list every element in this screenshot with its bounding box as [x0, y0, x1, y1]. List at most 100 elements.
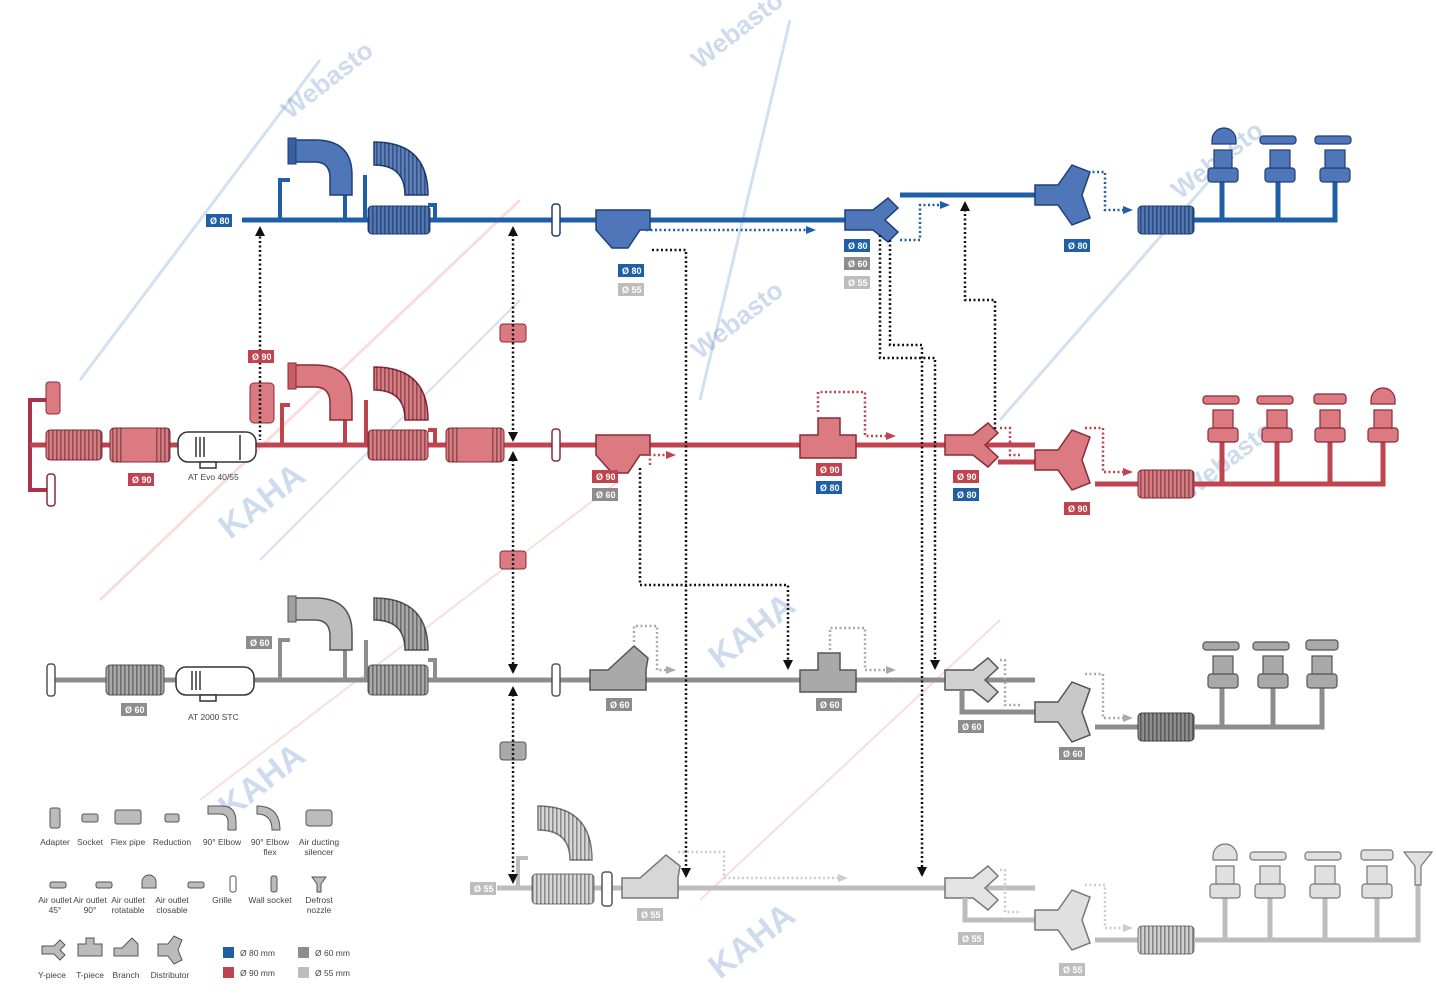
- elbow-90-icon: [207, 805, 237, 831]
- tag-grey: Ø 60: [606, 698, 632, 711]
- legend-label-elbow-90: 90° Elbow: [203, 837, 242, 847]
- tag-blue: Ø 80: [1064, 239, 1090, 252]
- tag-red: Ø 90: [953, 470, 979, 483]
- branch-red: [595, 434, 651, 474]
- defrost-nozzle-icon: [311, 876, 327, 893]
- svg-text:Ø 90: Ø 90: [820, 465, 840, 475]
- blue-duct-line: [242, 127, 1352, 249]
- tag-lgrey: Ø 55: [844, 276, 870, 289]
- tag-red: Ø 90: [248, 350, 274, 363]
- tag-lgrey: Ø 55: [470, 882, 496, 895]
- svg-text:Ø 55: Ø 55: [1063, 965, 1083, 975]
- y-piece-grey: [944, 656, 1000, 704]
- distributor-icon: [157, 935, 183, 965]
- grille-red: [46, 473, 56, 507]
- y-piece-icon: [41, 939, 66, 961]
- y-piece-blue: [844, 196, 900, 244]
- tag-lgrey: Ø 55: [958, 932, 984, 945]
- legend-label-flex-pipe: Flex pipe: [111, 837, 146, 847]
- svg-text:Ø 55: Ø 55: [848, 278, 868, 288]
- svg-text:Ø 55: Ø 55: [962, 934, 982, 944]
- svg-text:Ø 55: Ø 55: [641, 910, 661, 920]
- webasto-watermark: Webasto: [275, 35, 378, 125]
- heater-stc-label: AT 2000 STC: [188, 712, 239, 722]
- legend-label-wall-socket: Wall socket: [248, 895, 292, 905]
- air-outlet-closable-red: [1313, 393, 1347, 443]
- elbow-90-blue: [291, 139, 353, 196]
- tag-grey: Ø 60: [246, 636, 272, 649]
- y-piece-red: [944, 421, 1000, 469]
- tag-grey: Ø 60: [1059, 747, 1085, 760]
- tag-lgrey: Ø 55: [637, 908, 663, 921]
- elbow-90-grey: [291, 597, 353, 651]
- svg-text:Ø 80: Ø 80: [848, 241, 868, 251]
- air-outlet-90-icon: [95, 881, 113, 889]
- tag-red: Ø 90: [128, 473, 154, 486]
- light-grey-duct-line: [497, 805, 1434, 955]
- svg-text:Ø 60: Ø 60: [820, 700, 840, 710]
- legend-label-t-piece: T-piece: [76, 970, 104, 980]
- legend-label-reduction: Reduction: [153, 837, 192, 847]
- legend-label-grille: Grille: [212, 895, 232, 905]
- watermark-logos: Webasto Webasto Webasto Webasto Webasto …: [212, 0, 1279, 986]
- svg-text:Ø 60: Ø 60: [848, 259, 868, 269]
- air-outlet-90-lgrey: [1304, 851, 1342, 899]
- adapter-icon: [49, 807, 61, 829]
- grille-lgrey: [601, 871, 613, 907]
- reduction-icon: [164, 813, 180, 823]
- air-outlet-90-grey: [1252, 641, 1290, 689]
- branch-lgrey: [621, 854, 681, 899]
- flex-pipe-icon: [114, 809, 142, 825]
- svg-text:Ø 90: Ø 90: [596, 472, 616, 482]
- t-piece-grey: [799, 652, 857, 693]
- reduction-red-1: [499, 323, 527, 343]
- tag-grey: Ø 60: [816, 698, 842, 711]
- dotted-connectors: [255, 170, 1133, 932]
- air-outlet-rotatable-blue: [1207, 127, 1239, 183]
- silencer-icon: [305, 809, 333, 827]
- elbow-90-flex-icon: [256, 805, 281, 831]
- svg-text:Ø 60: Ø 60: [596, 490, 616, 500]
- svg-text:Ø 60: Ø 60: [250, 638, 270, 648]
- air-outlet-closable-lgrey: [1360, 849, 1394, 899]
- tag-lgrey: Ø 55: [1059, 963, 1085, 976]
- defrost-nozzle-lgrey: [1402, 851, 1434, 886]
- svg-text:Ø 60: Ø 60: [125, 705, 145, 715]
- socket-icon: [81, 813, 99, 823]
- tag-red: Ø 90: [592, 470, 618, 483]
- air-outlet-closable-grey: [1305, 639, 1339, 689]
- tag-lgrey: Ø 55: [618, 283, 644, 296]
- svg-text:Ø 90: Ø 90: [252, 352, 272, 362]
- air-outlet-90-red: [1256, 395, 1294, 443]
- red-duct-line: [28, 323, 1399, 570]
- t-piece-red: [799, 417, 857, 459]
- webasto-watermark: Webasto: [685, 0, 788, 75]
- kaha-watermark: KAHA: [212, 456, 313, 546]
- air-outlet-rotatable-lgrey: [1209, 843, 1241, 899]
- distributor-grey: [1034, 681, 1091, 743]
- distributor-red: [1034, 429, 1091, 491]
- tag-blue: Ø 80: [206, 214, 232, 227]
- reduction-grey: [499, 741, 527, 761]
- heater-evo-label: AT Evo 40/55: [188, 472, 239, 482]
- size-legend: Ø 80 mm Ø 60 mm Ø 90 mm Ø 55 mm: [223, 947, 350, 978]
- svg-text:Ø 55: Ø 55: [474, 884, 494, 894]
- webasto-watermark: Webasto: [685, 275, 788, 365]
- heater-stc: [175, 666, 255, 702]
- tag-red: Ø 90: [816, 463, 842, 476]
- size-legend-80: Ø 80 mm: [240, 948, 275, 958]
- svg-text:Ø 60: Ø 60: [1063, 749, 1083, 759]
- distributor-lgrey: [1034, 889, 1091, 951]
- air-outlet-45-red: [1202, 395, 1240, 443]
- air-outlet-rotatable-icon: [141, 874, 157, 889]
- elbow-90-red: [291, 364, 353, 421]
- legend-label-adapter: Adapter: [40, 837, 70, 847]
- size-legend-55: Ø 55 mm: [315, 968, 350, 978]
- tag-blue: Ø 80: [953, 488, 979, 501]
